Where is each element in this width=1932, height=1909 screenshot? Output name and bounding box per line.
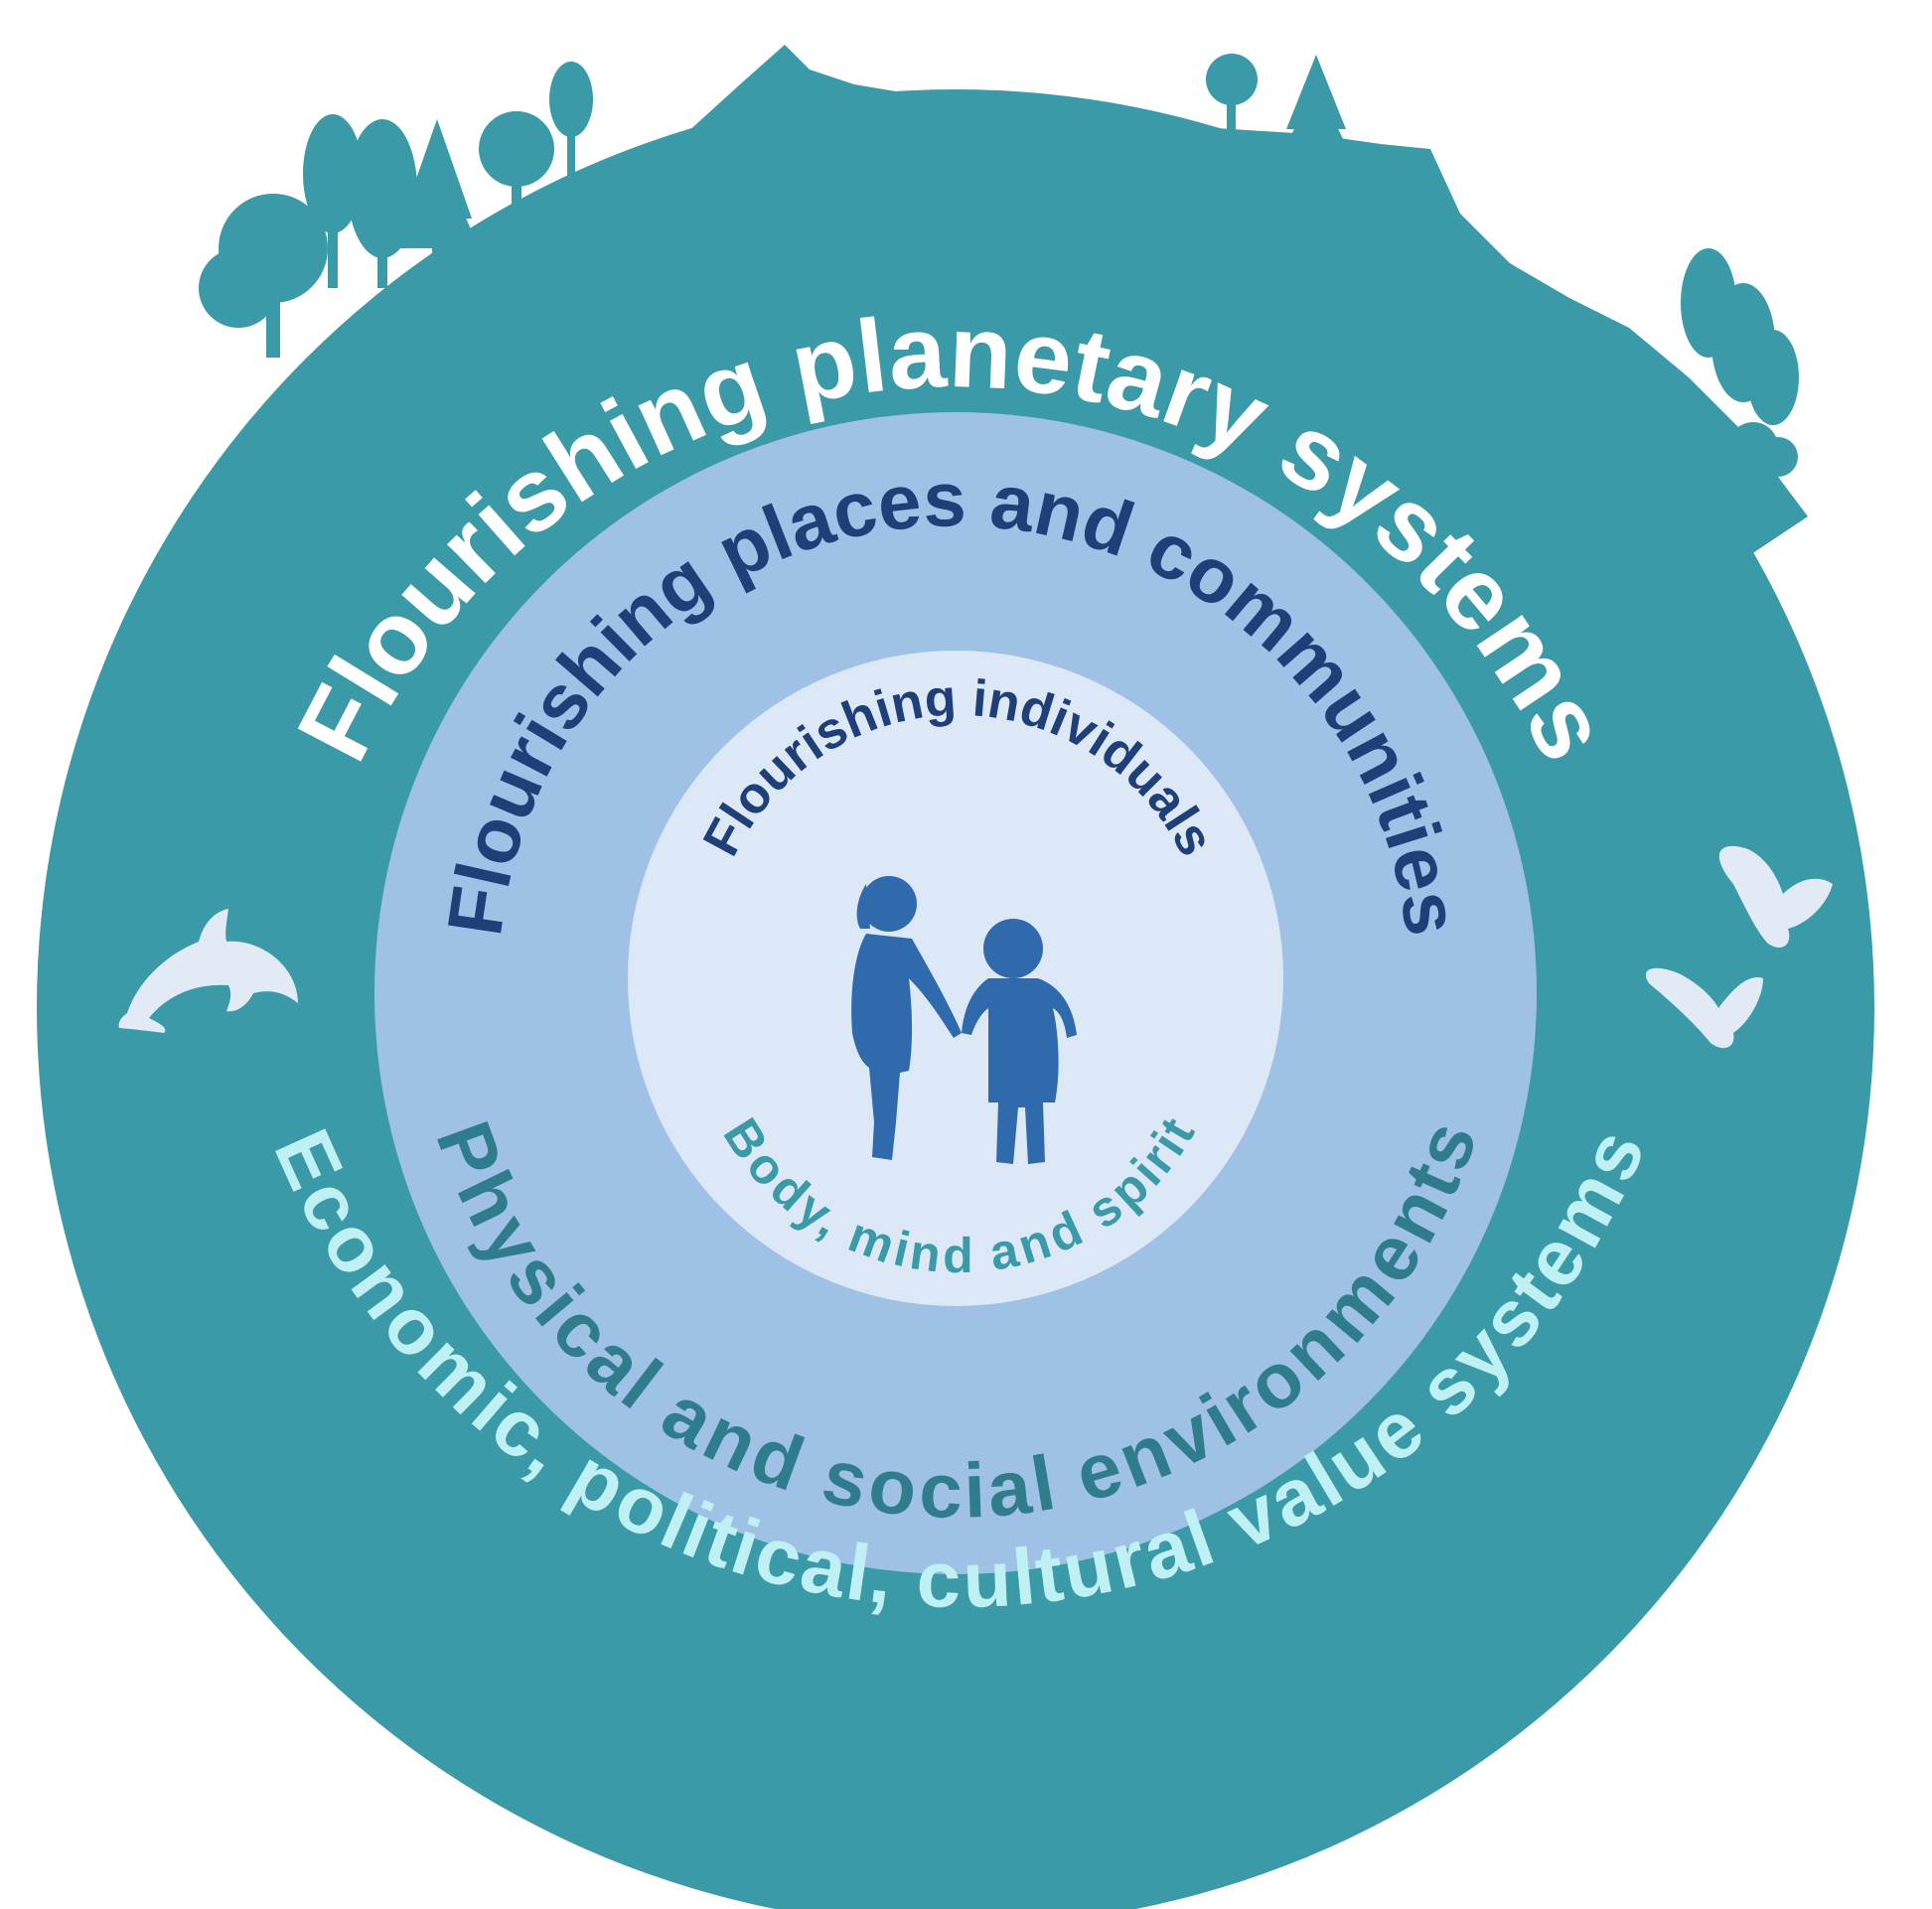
inner-circle [628,651,1283,1306]
butterfly-icon [1645,845,1833,1049]
children-holding-hands-icon [851,876,1077,1164]
dolphin-icon [118,909,299,1033]
trees-skyline-icon [199,54,1799,477]
